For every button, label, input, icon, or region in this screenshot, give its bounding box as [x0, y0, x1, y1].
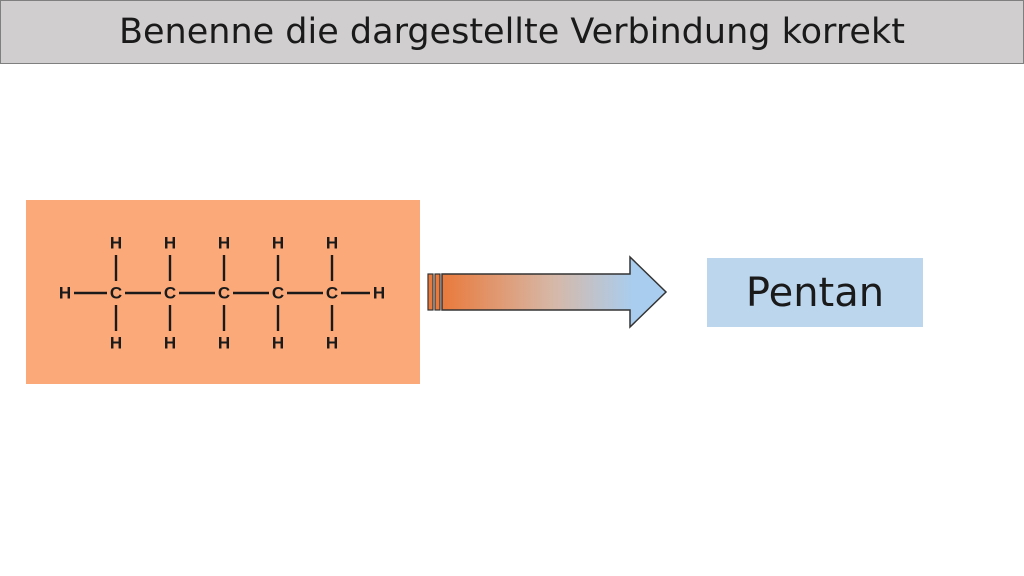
- carbon-atom: C: [326, 284, 338, 303]
- carbon-atom: C: [110, 284, 122, 303]
- carbon-atom: C: [164, 284, 176, 303]
- hydrogen-atom: H: [326, 334, 338, 353]
- answer-box: Pentan: [707, 258, 923, 327]
- hydrogen-atom: H: [110, 334, 122, 353]
- title-bar: Benenne die dargestellte Verbindung korr…: [0, 0, 1024, 64]
- hydrogen-atom: H: [59, 284, 71, 303]
- carbon-atom: C: [218, 284, 230, 303]
- hydrogen-atom: H: [373, 284, 385, 303]
- answer-text: Pentan: [745, 269, 885, 316]
- structural-formula: H H C H H C H H C H H C H H C H H: [59, 234, 385, 353]
- structural-formula-panel: H H C H H C H H C H H C H H C H H: [26, 200, 420, 384]
- arrow-stripe-2: [434, 273, 441, 311]
- hydrogen-atom: H: [272, 234, 284, 253]
- hydrogen-atom: H: [218, 234, 230, 253]
- hydrogen-atom: H: [110, 234, 122, 253]
- arrow-stripe-1: [427, 273, 434, 311]
- slide-title: Benenne die dargestellte Verbindung korr…: [119, 12, 905, 52]
- carbon-atom: C: [272, 284, 284, 303]
- hydrogen-atom: H: [164, 334, 176, 353]
- arrow-body: [441, 255, 668, 329]
- hydrogen-atom: H: [218, 334, 230, 353]
- hydrogen-atom: H: [326, 234, 338, 253]
- hydrogen-atom: H: [164, 234, 176, 253]
- hydrogen-atom: H: [272, 334, 284, 353]
- reaction-arrow-icon: [427, 255, 668, 329]
